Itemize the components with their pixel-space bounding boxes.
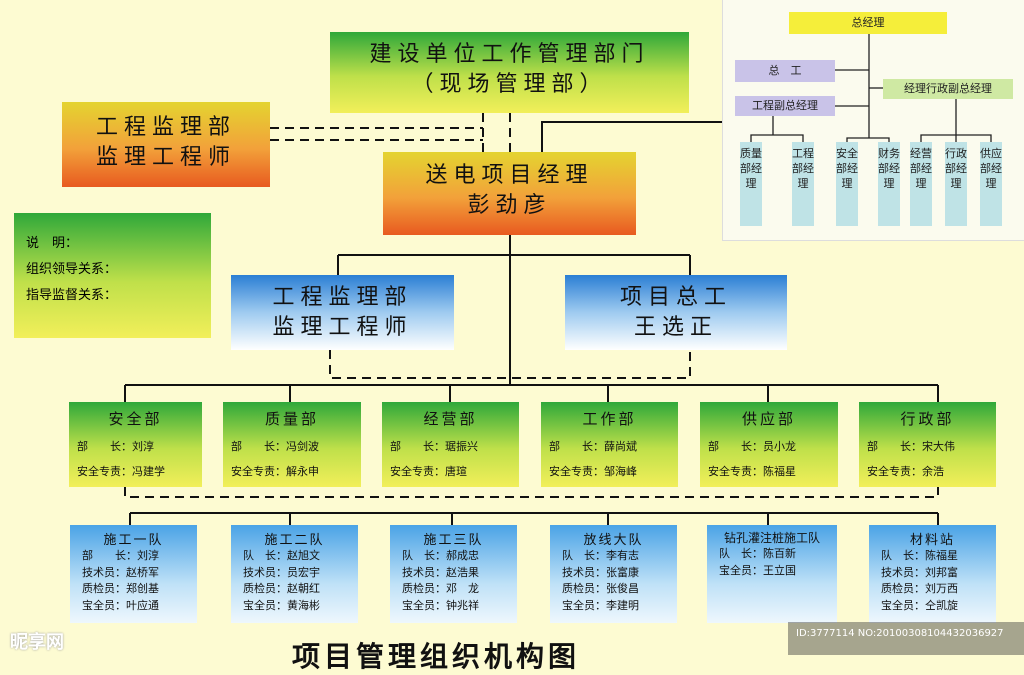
legend-box: 说 明： 组织领导关系： 指导监督关系：: [14, 213, 211, 338]
watermark-logo: 昵享网: [10, 632, 64, 653]
supervision-top-box: 工程监理部 监理工程师: [62, 102, 270, 187]
team-name: 材料站: [909, 533, 955, 548]
dept-name: 工作部: [582, 410, 637, 428]
team-member-line: 技术员：赵浩果: [402, 565, 479, 579]
inset-sub-supply: 供应部经理: [980, 142, 1002, 226]
project-manager-title: 送电项目经理: [425, 163, 594, 188]
dept-head-line: 部 长：刘淳: [77, 440, 154, 453]
company-structure-inset: 总经理 总 工 工程副总经理 经理行政副总经理 质量部经理 工程部经理 安全部经…: [722, 0, 1024, 241]
inset-sub-safety: 安全部经理: [836, 142, 858, 226]
team-member-line: 宝全员：叶应通: [82, 598, 159, 612]
chief-engineer-name: 王选正: [633, 315, 718, 340]
watermark-id: ID:3777114 NO:20100308104432036927: [788, 622, 1024, 655]
inset-chief-engineer: 总 工: [735, 60, 835, 82]
team-name: 施工三队: [423, 533, 484, 548]
legend-solid-label: 组织领导关系：: [26, 262, 118, 277]
construction-unit-subtitle: （现场管理部）: [411, 72, 608, 97]
inset-sub-admin: 行政部经理: [945, 142, 967, 226]
team-member-line: 质检员：张俊昌: [562, 582, 639, 595]
team-member-line: 技术员：赵桥军: [82, 565, 159, 579]
inset-lines: [750, 34, 992, 142]
project-manager-name: 彭劲彦: [467, 193, 552, 218]
inset-general-manager: 总经理: [789, 12, 947, 34]
team-member-line: 技术员：刘邦富: [881, 565, 958, 579]
team-member-line: 技术员：张富康: [562, 565, 639, 579]
inset-deputy-admin: 经理行政副总经理: [883, 79, 1013, 99]
team-member-line: 队 长：赵旭文: [243, 549, 320, 562]
team-box-4: 放线大队 队 长：李有志 技术员：张富康 质检员：张俊昌 宝全员：李建明: [550, 525, 677, 623]
supervision-mid-title: 工程监理部: [272, 285, 413, 310]
team-member-line: 队 长：陈福星: [881, 549, 958, 562]
team-member-line: 质检员：刘万西: [881, 582, 958, 595]
team-member-line: 部 长：刘淳: [82, 549, 159, 562]
team-member-line: 宝全员：钟兆祥: [402, 598, 479, 612]
project-manager-box: 送电项目经理 彭劲彦: [383, 152, 636, 235]
construction-unit-title: 建设单位工作管理部门: [369, 42, 650, 67]
team-member-line: 宝全员：黄海彬: [243, 598, 320, 612]
dept-safety-line: 安全专责：邹海峰: [549, 465, 637, 478]
dept-head-line: 部 长：宋大伟: [867, 440, 955, 453]
inset-sub-business: 经营部经理: [910, 142, 932, 226]
dept-box-admin: 行政部 部 长：宋大伟 安全专责：余浩: [859, 402, 996, 487]
legend-title: 说 明：: [26, 236, 79, 251]
dept-safety-line: 安全专责：唐瑄: [390, 465, 467, 478]
dept-box-safety: 安全部 部 长：刘淳 安全专责：冯建学: [69, 402, 202, 487]
team-member-line: 质检员：郑创基: [82, 582, 159, 595]
supervision-top-subtitle: 监理工程师: [95, 145, 236, 170]
dept-safety-line: 安全专责：解永申: [231, 465, 319, 478]
dept-safety-line: 安全专责：余浩: [867, 465, 944, 478]
dept-box-work: 工作部 部 长：薛尚斌 安全专责：邹海峰: [541, 402, 678, 487]
team-member-line: 宝全员：王立国: [719, 563, 796, 577]
team-member-line: 宝全员：仝凯旋: [881, 598, 958, 612]
dept-box-business: 经营部 部 长：琚振兴 安全专责：唐瑄: [382, 402, 519, 487]
team-member-line: 技术员：员宏宇: [243, 565, 320, 579]
dept-name: 行政部: [900, 410, 955, 428]
inset-sub-quality: 质量部经理: [740, 142, 762, 226]
dept-head-line: 部 长：冯剑波: [231, 440, 319, 453]
team-member-line: 宝全员：李建明: [562, 598, 639, 612]
dept-safety-line: 安全专责：冯建学: [77, 465, 165, 478]
dept-box-supply: 供应部 部 长：员小龙 安全专责：陈福星: [700, 402, 838, 487]
dept-head-line: 部 长：员小龙: [708, 440, 796, 453]
team-box-2: 施工二队 队 长：赵旭文 技术员：员宏宇 质检员：赵朝红 宝全员：黄海彬: [231, 525, 358, 623]
team-box-1: 施工一队 部 长：刘淳 技术员：赵桥军 质检员：郑创基 宝全员：叶应通: [70, 525, 197, 623]
diagram-title: 项目管理组织机构图: [292, 640, 581, 673]
supervision-mid-subtitle: 监理工程师: [272, 315, 413, 340]
inset-sub-finance: 财务部经理: [878, 142, 900, 226]
chief-engineer-box: 项目总工 王选正: [565, 275, 787, 350]
supervision-mid-box: 工程监理部 监理工程师: [231, 275, 454, 350]
team-member-line: 队 长：陈百新: [719, 547, 796, 560]
team-box-3: 施工三队 队 长：郝成忠 技术员：赵浩果 质检员：邓 龙 宝全员：钟兆祥: [390, 525, 517, 623]
team-name: 施工二队: [264, 533, 325, 548]
dept-name: 安全部: [108, 410, 163, 428]
team-box-5: 钻孔灌注桩施工队 队 长：陈百新 宝全员：王立国: [707, 525, 837, 623]
team-name: 放线大队: [583, 533, 644, 548]
construction-unit-box: 建设单位工作管理部门 （现场管理部）: [330, 32, 689, 113]
team-name: 钻孔灌注桩施工队: [723, 531, 820, 545]
dept-head-line: 部 长：薛尚斌: [549, 440, 637, 453]
chief-engineer-title: 项目总工: [619, 285, 732, 310]
dept-name: 经营部: [423, 410, 478, 428]
dept-box-quality: 质量部 部 长：冯剑波 安全专责：解永申: [223, 402, 361, 487]
legend-dashed-label: 指导监督关系：: [26, 288, 118, 303]
team-member-line: 质检员：邓 龙: [402, 582, 479, 595]
inset-sub-engineering: 工程部经理: [792, 142, 814, 226]
team-member-line: 队 长：李有志: [562, 549, 639, 562]
dept-name: 供应部: [741, 410, 796, 428]
team-box-6: 材料站 队 长：陈福星 技术员：刘邦富 质检员：刘万西 宝全员：仝凯旋: [869, 525, 996, 623]
team-member-line: 质检员：赵朝红: [243, 582, 320, 595]
dept-head-line: 部 长：琚振兴: [390, 440, 478, 453]
team-member-line: 队 长：郝成忠: [402, 549, 479, 562]
inset-deputy-engineering: 工程副总经理: [735, 96, 835, 116]
supervision-top-title: 工程监理部: [95, 115, 236, 140]
dept-name: 质量部: [264, 410, 319, 428]
dept-safety-line: 安全专责：陈福星: [708, 465, 796, 478]
team-name: 施工一队: [103, 533, 164, 548]
